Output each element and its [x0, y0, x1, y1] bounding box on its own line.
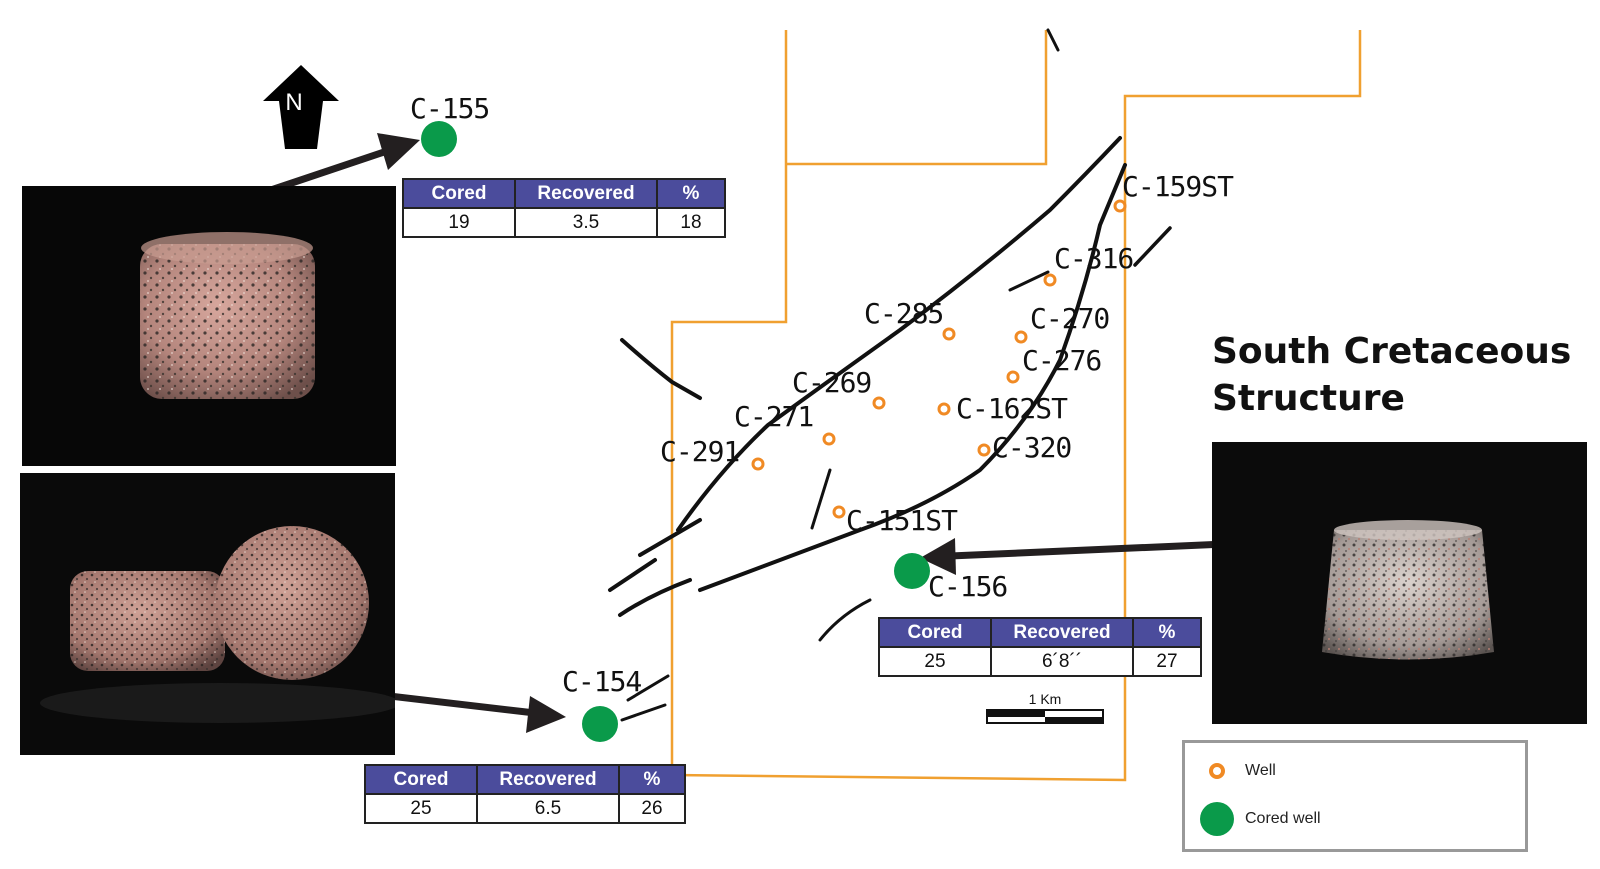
map-title: South Cretaceous Structure [1212, 328, 1571, 422]
header-cored: Cored [402, 178, 516, 209]
core-table-c155: Cored Recovered % 19 3.5 18 [402, 178, 726, 238]
cell-recovered: 3.5 [514, 207, 658, 238]
cell-cored: 19 [402, 207, 516, 238]
well-labels: C-155 C-159ST C-316 C-285 C-270 C-276 C-… [410, 92, 1235, 698]
cored-well-c155-marker [421, 121, 457, 157]
header-recovered: Recovered [476, 764, 620, 795]
label-c271: C-271 [734, 400, 813, 433]
scale-bar-label: 1 Km [1028, 691, 1062, 707]
well-c151st-marker [832, 505, 846, 519]
header-percent: % [656, 178, 726, 209]
header-cored: Cored [878, 617, 992, 648]
well-c162st-marker [937, 402, 951, 416]
label-c285: C-285 [864, 297, 943, 330]
cell-percent: 27 [1132, 646, 1202, 677]
cell-cored: 25 [364, 793, 478, 824]
core-table-c156: Cored Recovered % 25 6´8´´ 27 [878, 617, 1202, 677]
legend: Well Cored well [1182, 740, 1528, 852]
cell-recovered: 6.5 [476, 793, 620, 824]
legend-label-cored-well: Cored well [1245, 810, 1321, 827]
well-c159st-marker [1113, 199, 1127, 213]
cell-cored: 25 [878, 646, 992, 677]
label-c159st: C-159ST [1122, 170, 1234, 203]
header-recovered: Recovered [514, 178, 658, 209]
header-percent: % [1132, 617, 1202, 648]
cored-well-c156-marker [894, 553, 930, 589]
label-c276: C-276 [1022, 344, 1101, 377]
label-c155: C-155 [410, 92, 489, 125]
green-dot-icon [1200, 802, 1234, 836]
field-boundary [670, 30, 1362, 782]
legend-item-cored-well: Cored well [1185, 799, 1321, 839]
scale-bar: 1 Km [985, 691, 1105, 732]
cored-well-markers [421, 121, 930, 742]
well-c271-marker [822, 432, 836, 446]
label-c269: C-269 [792, 366, 871, 399]
well-c270-marker [1014, 330, 1028, 344]
well-c320-marker [977, 443, 991, 457]
map-title-line2: Structure [1212, 378, 1405, 419]
north-arrow-icon [263, 65, 339, 149]
map-title-line1: South Cretaceous [1212, 331, 1572, 372]
label-c291: C-291 [660, 435, 739, 468]
cell-percent: 18 [656, 207, 726, 238]
label-c156: C-156 [928, 570, 1007, 603]
label-c162st: C-162ST [956, 392, 1068, 425]
label-c316: C-316 [1054, 242, 1133, 275]
cored-well-c154-marker [582, 706, 618, 742]
orange-ring-icon [1209, 763, 1225, 779]
well-markers [751, 199, 1127, 519]
label-c270: C-270 [1030, 302, 1109, 335]
core-photo-c155 [22, 186, 396, 466]
label-c151st: C-151ST [846, 504, 958, 537]
well-c316-marker [1043, 273, 1057, 287]
well-c285-marker [942, 327, 956, 341]
well-c291-marker [751, 457, 765, 471]
label-c320: C-320 [992, 431, 1071, 464]
header-percent: % [618, 764, 686, 795]
cell-recovered: 6´8´´ [990, 646, 1134, 677]
label-c154: C-154 [562, 665, 641, 698]
core-photo-c154 [20, 473, 395, 755]
fault-lines [608, 28, 1172, 722]
header-recovered: Recovered [990, 617, 1134, 648]
core-photo-c156 [1212, 442, 1587, 724]
north-arrow: N [261, 63, 341, 156]
header-cored: Cored [364, 764, 478, 795]
legend-item-well: Well [1185, 751, 1276, 791]
north-arrow-label: N [285, 89, 302, 116]
core-table-c154: Cored Recovered % 25 6.5 26 [364, 764, 686, 824]
legend-label-well: Well [1245, 762, 1276, 779]
well-c276-marker [1006, 370, 1020, 384]
well-c269-marker [872, 396, 886, 410]
cell-percent: 26 [618, 793, 686, 824]
